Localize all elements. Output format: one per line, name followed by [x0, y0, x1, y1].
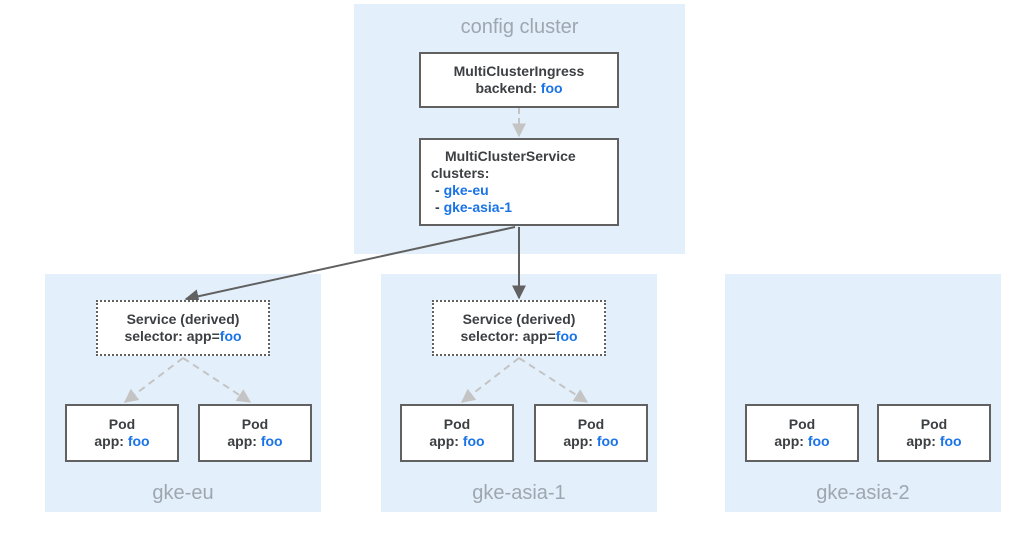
pod-app-value: foo [939, 433, 962, 449]
mcs-bullet: - [435, 199, 444, 215]
multicluster-ingress-box: MultiClusterIngress backend: foo [419, 52, 619, 108]
arrow-gke-eu-service-to-pod-2 [182, 357, 252, 403]
arrow-mcs-to-gke-eu-service [184, 226, 516, 304]
pod-app: app: foo [94, 433, 149, 450]
mcs-cluster-item: - gke-eu [431, 182, 489, 199]
pod-app-value: foo [807, 433, 830, 449]
pod-app: app: foo [774, 433, 829, 450]
pod-app-label: app: [906, 433, 940, 449]
mcs-cluster-item: - gke-asia-1 [431, 199, 512, 216]
selector-value: foo [555, 328, 578, 344]
pod-box: Pod app: foo [198, 404, 312, 462]
mcs-clusters-label: clusters: [431, 165, 490, 181]
pod-app-value: foo [127, 433, 150, 449]
arrow-gke-asia-1-service-to-pod-2 [518, 357, 589, 403]
pod-app-label: app: [774, 433, 808, 449]
pod-app: app: foo [429, 433, 484, 450]
pod-title: Pod [108, 416, 136, 432]
pod-app: app: foo [563, 433, 618, 450]
pod-app-label: app: [227, 433, 261, 449]
mcs-bullet: - [435, 182, 444, 198]
ingress-title: MultiClusterIngress [453, 63, 585, 79]
ingress-backend-value: foo [540, 80, 563, 96]
config-cluster-label: config cluster [460, 16, 579, 38]
cluster-region-gke-asia-1: gke-asia-1 [381, 274, 657, 512]
pod-title: Pod [443, 416, 471, 432]
pod-title: Pod [241, 416, 269, 432]
cluster-region-gke-asia-2: gke-asia-2 [725, 274, 1001, 512]
multicluster-service-box: MultiClusterService clusters: - gke-eu -… [419, 138, 619, 226]
pod-box: Pod app: foo [745, 404, 859, 462]
pod-app: app: foo [227, 433, 282, 450]
derived-service-title: Service (derived) [462, 311, 576, 327]
pod-box: Pod app: foo [65, 404, 179, 462]
derived-service-box-gke-asia-1: Service (derived) selector: app=foo [432, 300, 606, 356]
derived-service-selector: selector: app=foo [124, 328, 241, 345]
selector-label: selector: app= [460, 328, 556, 344]
derived-service-box-gke-eu: Service (derived) selector: app=foo [96, 300, 270, 356]
derived-service-title: Service (derived) [126, 311, 240, 327]
derived-service-selector: selector: app=foo [460, 328, 577, 345]
ingress-backend-label: backend: [475, 80, 541, 96]
pod-app-label: app: [94, 433, 128, 449]
pod-box: Pod app: foo [400, 404, 514, 462]
pod-title: Pod [920, 416, 948, 432]
pod-app-value: foo [462, 433, 485, 449]
pod-title: Pod [577, 416, 605, 432]
selector-label: selector: app= [124, 328, 220, 344]
pod-app-value: foo [596, 433, 619, 449]
pod-box: Pod app: foo [534, 404, 648, 462]
arrow-gke-eu-service-to-pod-1 [123, 357, 184, 403]
selector-value: foo [219, 328, 242, 344]
pod-app-label: app: [429, 433, 463, 449]
cluster-label-gke-eu: gke-eu [152, 482, 214, 504]
mcs-cluster-value: gke-asia-1 [443, 199, 513, 215]
cluster-label-gke-asia-2: gke-asia-2 [816, 482, 910, 504]
pod-app: app: foo [906, 433, 961, 450]
arrow-gke-asia-1-service-to-pod-1 [460, 357, 520, 403]
mcs-cluster-value: gke-eu [443, 182, 489, 198]
cluster-label-gke-asia-1: gke-asia-1 [472, 482, 566, 504]
pod-app-value: foo [260, 433, 283, 449]
ingress-backend: backend: foo [475, 80, 562, 97]
mcs-title: MultiClusterService [445, 148, 576, 164]
pod-title: Pod [788, 416, 816, 432]
pod-app-label: app: [563, 433, 597, 449]
pod-box: Pod app: foo [877, 404, 991, 462]
